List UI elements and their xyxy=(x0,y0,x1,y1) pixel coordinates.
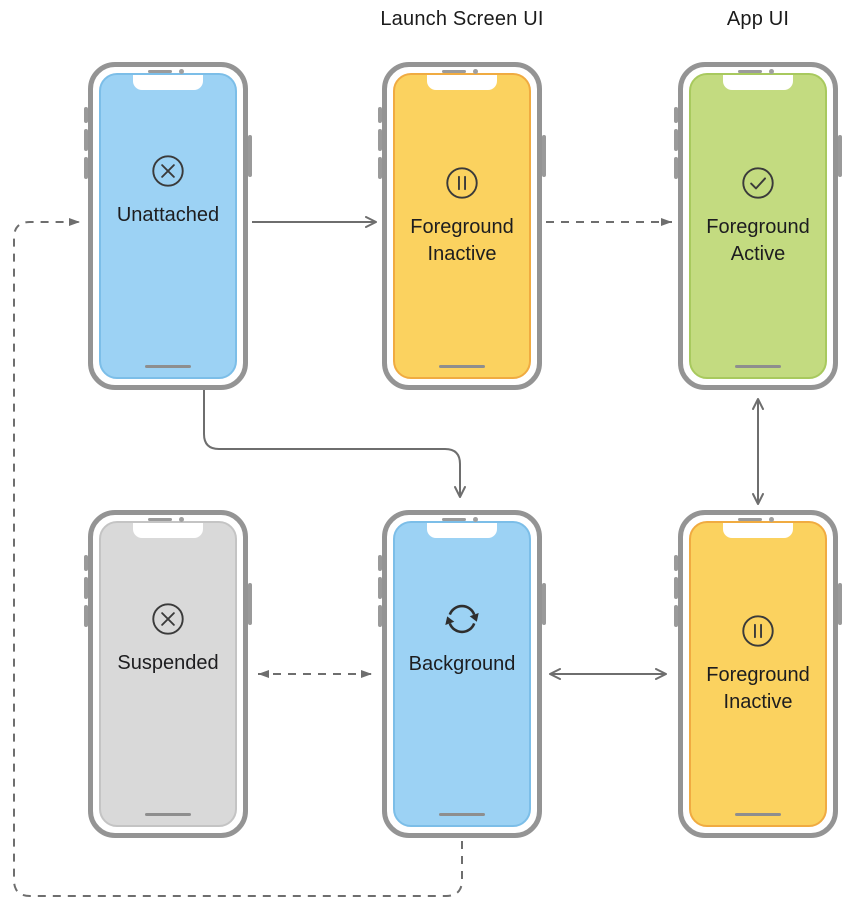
volume-up-button xyxy=(674,577,678,599)
speaker-slot xyxy=(148,518,172,521)
power-button xyxy=(248,583,252,625)
mute-switch xyxy=(674,107,678,123)
power-button xyxy=(542,583,546,625)
home-indicator xyxy=(735,365,781,368)
arrow-background-to-unattached xyxy=(13,218,463,897)
sync-arrows-icon xyxy=(442,599,482,639)
volume-up-button xyxy=(674,129,678,151)
state-label: Foreground Inactive xyxy=(410,216,514,265)
camera-dot xyxy=(179,517,184,522)
mute-switch xyxy=(84,107,88,123)
speaker-slot xyxy=(738,70,762,73)
volume-up-button xyxy=(84,577,88,599)
circle-pause-icon xyxy=(443,164,481,202)
phone-background: Background xyxy=(378,510,546,838)
power-button xyxy=(248,135,252,177)
home-indicator xyxy=(439,813,485,816)
home-indicator xyxy=(145,365,191,368)
state-label: Suspended xyxy=(117,651,219,674)
speaker-slot xyxy=(442,70,466,73)
phone-screen xyxy=(99,73,237,379)
column-header-launch-screen-ui: Launch Screen UI xyxy=(380,8,544,30)
phone-screen xyxy=(99,521,237,827)
phone-foreground-inactive-launch: Foreground Inactive xyxy=(378,62,546,390)
power-button xyxy=(838,135,842,177)
notch xyxy=(133,523,203,538)
state-label: Background xyxy=(408,652,516,675)
home-indicator xyxy=(145,813,191,816)
phone-foreground-inactive-app: Foreground Inactive xyxy=(674,510,842,838)
speaker-slot xyxy=(148,70,172,73)
mute-switch xyxy=(378,107,382,123)
volume-down-button xyxy=(84,605,88,627)
notch xyxy=(723,75,793,90)
mute-switch xyxy=(674,555,678,571)
circle-pause-icon xyxy=(739,612,777,650)
home-indicator xyxy=(439,365,485,368)
notch xyxy=(133,75,203,90)
column-header-app-ui: App UI xyxy=(726,8,790,30)
circle-x-icon xyxy=(149,600,187,638)
camera-dot xyxy=(179,69,184,74)
state-label: Foreground Active xyxy=(706,216,810,265)
home-indicator xyxy=(735,813,781,816)
phone-unattached: Unattached xyxy=(84,62,252,390)
volume-up-button xyxy=(378,577,382,599)
speaker-slot xyxy=(738,518,762,521)
volume-down-button xyxy=(674,157,678,179)
camera-dot xyxy=(769,69,774,74)
speaker-slot xyxy=(442,518,466,521)
state-label: Foreground Inactive xyxy=(706,664,810,713)
notch xyxy=(427,75,497,90)
phone-screen xyxy=(689,73,827,379)
camera-dot xyxy=(473,69,478,74)
power-button xyxy=(838,583,842,625)
volume-up-button xyxy=(84,129,88,151)
volume-down-button xyxy=(378,157,382,179)
circle-x-icon xyxy=(149,152,187,190)
volume-down-button xyxy=(378,605,382,627)
camera-dot xyxy=(473,517,478,522)
notch xyxy=(427,523,497,538)
mute-switch xyxy=(378,555,382,571)
power-button xyxy=(542,135,546,177)
volume-down-button xyxy=(84,157,88,179)
phone-suspended: Suspended xyxy=(84,510,252,838)
volume-up-button xyxy=(378,129,382,151)
volume-down-button xyxy=(674,605,678,627)
phone-foreground-active: Foreground Active xyxy=(674,62,842,390)
phone-screen xyxy=(393,521,531,827)
mute-switch xyxy=(84,555,88,571)
arrow-unattached-to-background xyxy=(203,390,466,498)
phone-screen xyxy=(689,521,827,827)
state-label: Unattached xyxy=(116,203,220,226)
notch xyxy=(723,523,793,538)
camera-dot xyxy=(769,517,774,522)
circle-check-icon xyxy=(739,164,777,202)
phone-screen xyxy=(393,73,531,379)
